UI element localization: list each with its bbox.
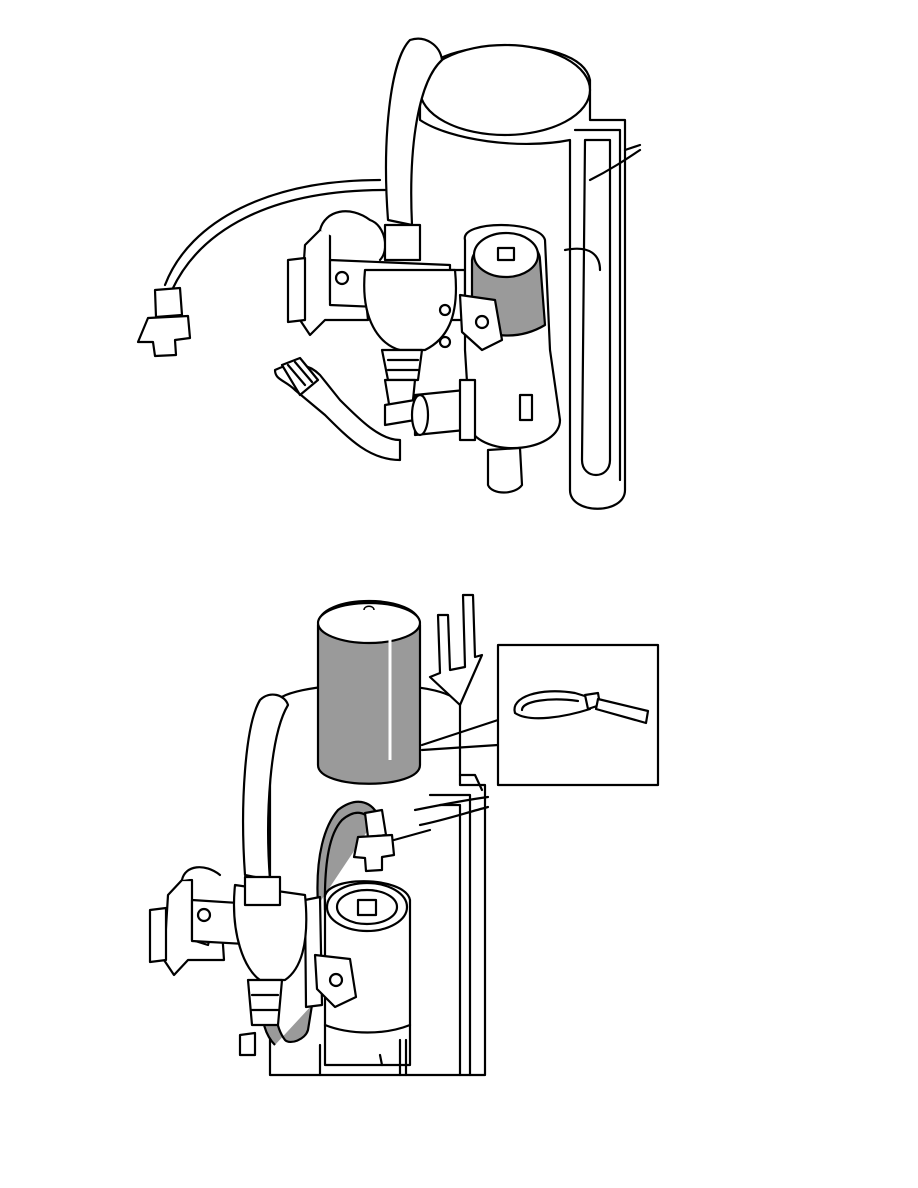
pump-assembly-illustration — [136, 37, 642, 510]
electrical-connector-icon — [136, 286, 192, 358]
vertical-hose-icon — [384, 37, 444, 227]
cable-tie-detail-box — [496, 643, 660, 787]
tank-housing-icon — [418, 43, 642, 510]
figure-top-pump-assembly — [120, 20, 660, 520]
hose-fitting-icon — [273, 356, 417, 462]
outlet-pipe-icon — [410, 378, 534, 494]
filter-install-illustration — [148, 593, 660, 1077]
figure-bottom-filter-install — [120, 585, 680, 1085]
electrical-connector-icon — [352, 808, 432, 873]
pump-body-icon — [233, 875, 308, 1057]
cable-tie-icon — [513, 690, 650, 725]
pump-motor-icon — [313, 880, 412, 1077]
filter-canister-icon — [316, 600, 422, 785]
pump-motor-icon — [438, 223, 562, 450]
vertical-hose-icon — [242, 693, 290, 882]
callout-leader — [420, 718, 500, 752]
install-direction-arrow-icon — [428, 593, 484, 707]
pump-body-icon — [363, 223, 458, 412]
wire-harness-icon — [163, 178, 387, 292]
